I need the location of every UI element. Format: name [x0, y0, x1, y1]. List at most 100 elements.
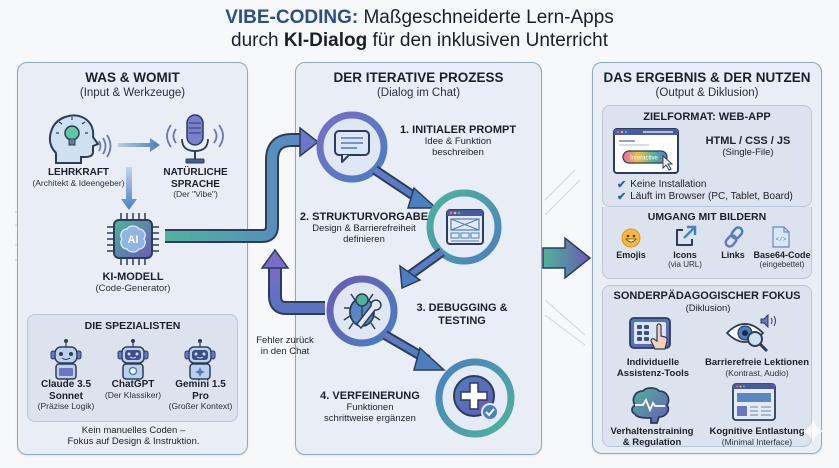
specialist-claude: Claude 3.5 Sonnet (Präzise Logik) [31, 379, 101, 412]
focus-item-cognitive: Kognitive Entlastung (Minimal Interface) [699, 426, 815, 448]
specialist-name: ChatGPT [111, 379, 155, 390]
emoji-smiley-icon [621, 228, 641, 248]
panel-title: WAS & WOMIT [85, 70, 180, 85]
focus-subtitle: (Diklusion) [685, 303, 731, 314]
image-option-icons: Icons (via URL) [659, 250, 711, 270]
specialist-gemini: Gemini 1.5 Pro (Großer Kontext) [163, 379, 238, 412]
bug-wrench-icon [343, 293, 382, 330]
footer-line-2: Fokus auf Design & Instruktion. [67, 435, 200, 447]
panel-input-tools: WAS & WOMIT (Input & Werkzeuge) LEHRKRAF… [17, 62, 248, 455]
robot-icon [50, 339, 82, 380]
external-link-icon [676, 225, 697, 246]
image-option-sub: (via URL) [668, 260, 702, 270]
arrow-to-result [542, 236, 592, 280]
feedback-line-2: in den Chat [260, 345, 310, 357]
robot-icon [117, 339, 149, 380]
specialists-title: DIE SPEZIALISTEN [84, 320, 181, 332]
focus-item-label-2: Assistenz-Tools [616, 367, 690, 379]
speech-label-group: NATÜRLICHE SPRACHE (Der "Vibe") [153, 167, 238, 200]
check-label: Keine Installation [630, 179, 707, 190]
focus-item-label-1: Barrierefreie Lektionen [704, 357, 809, 368]
feedback-line-1: Fehler zurück [256, 335, 314, 346]
footer-line-1: Kein manuelles Coden – [81, 425, 186, 436]
feedback-arrow [260, 248, 325, 315]
check-label: Läuft im Browser (PC, Tablet, Board) [630, 191, 793, 202]
robot-icon [184, 339, 216, 380]
focus-box: SONDERPÄDAGOGISCHER FOKUS (Diklusion) [602, 285, 812, 447]
focus-title: SONDERPÄDAGOGISCHER FOKUS [613, 290, 801, 302]
minimal-interface-icon [732, 383, 776, 421]
focus-item-behavior: Verhaltenstraining & Regulation [599, 426, 705, 449]
focus-item-label-1: Individuelle [626, 357, 680, 368]
speech-sub: (Der "Vibe") [173, 189, 218, 199]
title-line2-bold: KI-Dialog [283, 30, 368, 51]
tech-label: HTML / CSS / JS (Single-File) [688, 135, 808, 159]
focus-item-accessible: Barrierefreie Lektionen (Kontrast, Audio… [699, 357, 815, 379]
image-option-base64: Base64-Code (eingebettet) [751, 250, 813, 270]
teacher-label: LEHRKRAFT [47, 167, 110, 178]
step-4-label: 4. VERFEINERUNG Funktionen schrittweise … [305, 390, 435, 424]
panel-subtitle: (Input & Werkzeuge) [79, 87, 186, 99]
title-accent: VIBE-CODING: [225, 7, 359, 28]
check-item: ✔ Läuft im Browser (PC, Tablet, Board) [617, 190, 793, 203]
step-1-label: 1. INITIALER PROMPT Idee & Funktion besc… [388, 124, 528, 158]
sparkle-icon [801, 419, 825, 443]
step-title: 4. VERFEINERUNG [320, 390, 420, 402]
step-title: 1. INITIALER PROMPT [399, 124, 517, 136]
specialist-name: Claude 3.5 [40, 379, 92, 390]
focus-item-label-1: Verhaltenstraining [610, 426, 694, 437]
specialist-name: Gemini 1.5 [175, 379, 226, 390]
model-label: KI-MODELL [102, 271, 164, 283]
page-title: VIBE-CODING: Maßgeschneiderte Lern-Apps … [0, 6, 839, 52]
panel-subtitle: (Dialog im Chat) [376, 87, 461, 99]
eye-magnifier-audio-icon [725, 313, 776, 353]
step-desc-2: definieren [343, 233, 385, 245]
check-item: ✔ Keine Installation [617, 178, 706, 191]
focus-item-assistance: Individuelle Assistenz-Tools [603, 357, 703, 380]
specialist-sub: (Der Klassiker) [104, 389, 162, 400]
teacher-label-group: LEHRKRAFT (Architekt & Ideengeber) [21, 167, 136, 188]
step-desc-1: Idee & Funktion [424, 135, 492, 147]
focus-item-label-2: & Regulation [622, 436, 682, 448]
step-desc-2: schrittweise ergänzen [324, 412, 416, 424]
browser-window-icon: Interactive [613, 128, 679, 174]
chip-text: AI [128, 234, 139, 246]
focus-item-label-1: Kognitive Entlastung [709, 426, 805, 437]
image-option-label: Icons [673, 250, 697, 260]
checkmark-icon: ✔ [617, 179, 627, 191]
step-3-label: 3. DEBUGGING & TESTING [402, 302, 522, 327]
arrow-right-icon [118, 138, 160, 152]
focus-item-sub: (Kontrast, Audio) [725, 367, 789, 378]
specialist-sub: (Präzise Logik) [37, 401, 95, 411]
step-desc-1: Design & Barrierefreiheit [312, 222, 416, 234]
image-option-emojis: Emojis [607, 250, 655, 260]
step-title-2: TESTING [438, 314, 486, 327]
plus-check-icon [453, 375, 499, 421]
code-file-icon: </> [772, 226, 790, 248]
panel-subtitle: (Output & Diklusion) [655, 87, 759, 99]
arrow-step-1-2 [372, 165, 438, 209]
chain-link-icon [724, 226, 744, 248]
feedback-label: Fehler zurück in den Chat [250, 335, 320, 358]
wireframe-window-icon [446, 209, 484, 245]
ai-chip-icon: AI [107, 213, 159, 265]
webapp-title: ZIELFORMAT: WEB-APP [643, 111, 771, 123]
head-lightbulb-icon [48, 114, 112, 164]
image-option-label: Base64-Code [753, 250, 811, 260]
step-desc-1: Funktionen [346, 401, 394, 413]
panel-result-benefit: DAS ERGEBNIS & DER NUTZEN (Output & Dikl… [592, 62, 822, 454]
tablet-touch-icon [629, 317, 671, 350]
model-label-group: KI-MODELL (Code-Generator) [73, 271, 193, 295]
step-title: 2. STRUKTURVORGABE [299, 211, 429, 223]
title-line2-post: für den inklusiven Unterricht [367, 30, 608, 51]
teacher-sub: (Architekt & Ideengeber) [32, 177, 125, 188]
arrow-step-3-4 [382, 330, 446, 371]
svg-text:</>: </> [776, 236, 787, 243]
left-footer: Kein manuelles Coden – Fokus auf Design … [18, 425, 249, 448]
checkmark-icon: ✔ [617, 191, 627, 203]
panel-title: DAS ERGEBNIS & DER NUTZEN [603, 70, 811, 85]
model-sub: (Code-Generator) [95, 282, 171, 294]
microphone-icon [166, 114, 224, 164]
tech-sub: (Single-File) [722, 146, 774, 158]
arrow-step-2-3 [399, 247, 445, 290]
